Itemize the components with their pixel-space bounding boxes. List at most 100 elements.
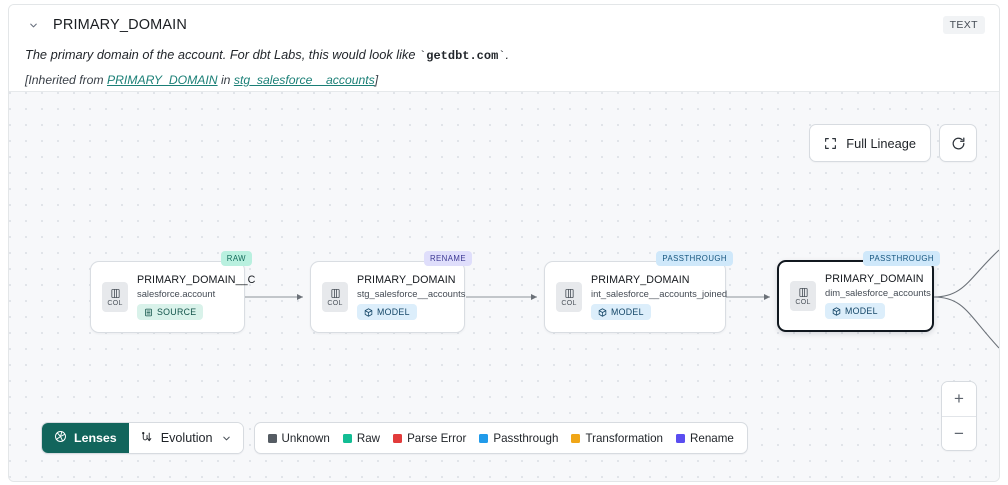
expand-icon xyxy=(824,137,837,150)
node-subtitle: salesforce.account xyxy=(137,288,216,299)
inherited-suffix: ] xyxy=(374,73,379,87)
chevron-down-icon xyxy=(221,433,232,444)
lineage-canvas[interactable]: Full Lineage + − RAW xyxy=(9,91,999,481)
legend-label: Passthrough xyxy=(493,431,559,445)
column-icon-label: COL xyxy=(327,299,343,307)
evolution-icon xyxy=(140,431,153,445)
code-tick-open: ` xyxy=(419,49,427,63)
node-name: PRIMARY_DOMAIN xyxy=(591,274,690,286)
zoom-out-button[interactable]: − xyxy=(942,416,976,450)
node-name: PRIMARY_DOMAIN__C xyxy=(137,274,256,286)
legend-label: Unknown xyxy=(281,431,330,445)
legend-label: Raw xyxy=(356,431,381,445)
legend-swatch-rename xyxy=(676,433,685,443)
legend-label: Rename xyxy=(690,431,734,445)
lineage-node[interactable]: PASSTHROUGH COL PRIMARY_DOMAIN int_sales… xyxy=(544,251,733,333)
canvas-controls: Full Lineage xyxy=(809,124,977,162)
lineage-node[interactable]: RENAME COL PRIMARY_DOMAIN stg_salesforce… xyxy=(310,251,472,333)
node-kind-label: MODEL xyxy=(377,307,410,317)
card-header: PRIMARY_DOMAIN TEXT The primary domain o… xyxy=(9,5,999,91)
node-tag: PASSTHROUGH xyxy=(863,251,940,266)
column-icon: COL xyxy=(790,281,816,311)
lineage-node-selected[interactable]: PASSTHROUGH COL PRIMARY_DOMAIN dim_sales… xyxy=(777,251,940,332)
inherited-from-note: [Inherited from PRIMARY_DOMAIN in stg_sa… xyxy=(25,73,985,87)
legend-swatch-passthrough xyxy=(479,433,489,443)
inherited-prefix: [Inherited from xyxy=(25,73,107,87)
node-name: PRIMARY_DOMAIN xyxy=(357,274,456,286)
lenses-control-group: Lenses Evolution xyxy=(41,422,244,454)
node-tag: RAW xyxy=(220,251,252,266)
legend-item[interactable]: Rename xyxy=(676,432,734,445)
lenses-button[interactable]: Lenses xyxy=(42,423,129,453)
description-text: The primary domain of the account. For d… xyxy=(25,47,420,62)
legend-item[interactable]: Passthrough xyxy=(479,432,558,445)
cube-icon xyxy=(364,307,373,317)
description-code: getdbt.com xyxy=(426,49,499,63)
node-body: PRIMARY_DOMAIN stg_salesforce__accounts … xyxy=(357,274,465,320)
node-name: PRIMARY_DOMAIN xyxy=(825,273,924,285)
legend-item[interactable]: Unknown xyxy=(267,431,330,445)
chevron-down-icon[interactable] xyxy=(23,15,43,35)
evolution-dropdown[interactable]: Evolution xyxy=(128,423,243,453)
zoom-in-button[interactable]: + xyxy=(942,382,976,416)
node-kind-badge: MODEL xyxy=(825,303,885,319)
full-lineage-label: Full Lineage xyxy=(846,135,916,151)
node-kind-label: MODEL xyxy=(611,307,644,317)
lenses-label: Lenses xyxy=(74,431,117,445)
node-kind-label: MODEL xyxy=(845,306,878,316)
node-kind-badge: MODEL xyxy=(591,304,651,320)
column-icon-label: COL xyxy=(795,298,811,306)
legend-swatch-transformation xyxy=(571,433,581,443)
column-icon-label: COL xyxy=(107,299,123,307)
refresh-icon xyxy=(951,136,966,151)
inherited-model-link[interactable]: stg_salesforce__accounts xyxy=(233,73,375,87)
node-subtitle: stg_salesforce__accounts xyxy=(357,288,466,299)
legend-label: Transformation xyxy=(585,431,663,445)
node-kind-label: SOURCE xyxy=(157,307,197,317)
legend-item[interactable]: Parse Error xyxy=(393,432,466,445)
detail-card: PRIMARY_DOMAIN TEXT The primary domain o… xyxy=(8,4,1000,482)
column-icon-label: COL xyxy=(561,299,577,307)
zoom-controls: + − xyxy=(941,381,977,451)
column-glyph xyxy=(798,287,809,298)
column-glyph xyxy=(564,288,575,299)
refresh-button[interactable] xyxy=(939,124,977,162)
aperture-icon xyxy=(54,430,67,446)
node-body: PRIMARY_DOMAIN int_salesforce__accounts_… xyxy=(591,274,727,320)
inherited-column-link[interactable]: PRIMARY_DOMAIN xyxy=(106,73,218,87)
legend-item[interactable]: Transformation xyxy=(571,432,663,445)
evolution-label: Evolution xyxy=(160,431,213,445)
node-kind-badge: SOURCE xyxy=(137,304,204,320)
lineage-legend: Unknown Raw Parse Error Passthrough xyxy=(253,422,748,454)
legend-swatch-raw xyxy=(342,433,352,443)
header-title-row: PRIMARY_DOMAIN xyxy=(23,5,985,39)
column-icon: COL xyxy=(556,282,582,312)
legend-swatch-parse-error xyxy=(393,433,403,443)
column-description: The primary domain of the account. For d… xyxy=(25,47,985,63)
description-suffix: . xyxy=(505,47,510,62)
column-glyph xyxy=(330,288,341,299)
column-glyph xyxy=(110,288,121,299)
legend-label: Parse Error xyxy=(407,431,467,445)
cube-icon xyxy=(598,307,607,317)
database-icon xyxy=(144,308,153,317)
node-body: PRIMARY_DOMAIN dim_salesforce_accounts M… xyxy=(825,273,931,319)
type-badge: TEXT xyxy=(942,16,985,34)
column-icon: COL xyxy=(322,282,348,312)
node-tag: PASSTHROUGH xyxy=(656,251,733,266)
page-title: PRIMARY_DOMAIN xyxy=(53,17,187,33)
node-tag: RENAME xyxy=(423,251,472,266)
legend-item[interactable]: Raw xyxy=(342,431,381,445)
inherited-middle: in xyxy=(217,73,234,87)
cube-icon xyxy=(832,306,841,316)
lineage-node[interactable]: RAW COL PRIMARY_DOMAIN__C salesforce.acc… xyxy=(90,251,255,333)
node-body: PRIMARY_DOMAIN__C salesforce.account SOU… xyxy=(137,274,256,320)
node-kind-badge: MODEL xyxy=(357,304,417,320)
legend-swatch-unknown xyxy=(267,433,277,443)
code-tick-close: ` xyxy=(498,49,506,63)
full-lineage-button[interactable]: Full Lineage xyxy=(809,124,931,162)
column-icon: COL xyxy=(102,282,128,312)
node-subtitle: dim_salesforce_accounts xyxy=(825,287,931,298)
node-subtitle: int_salesforce__accounts_joined xyxy=(591,288,728,299)
